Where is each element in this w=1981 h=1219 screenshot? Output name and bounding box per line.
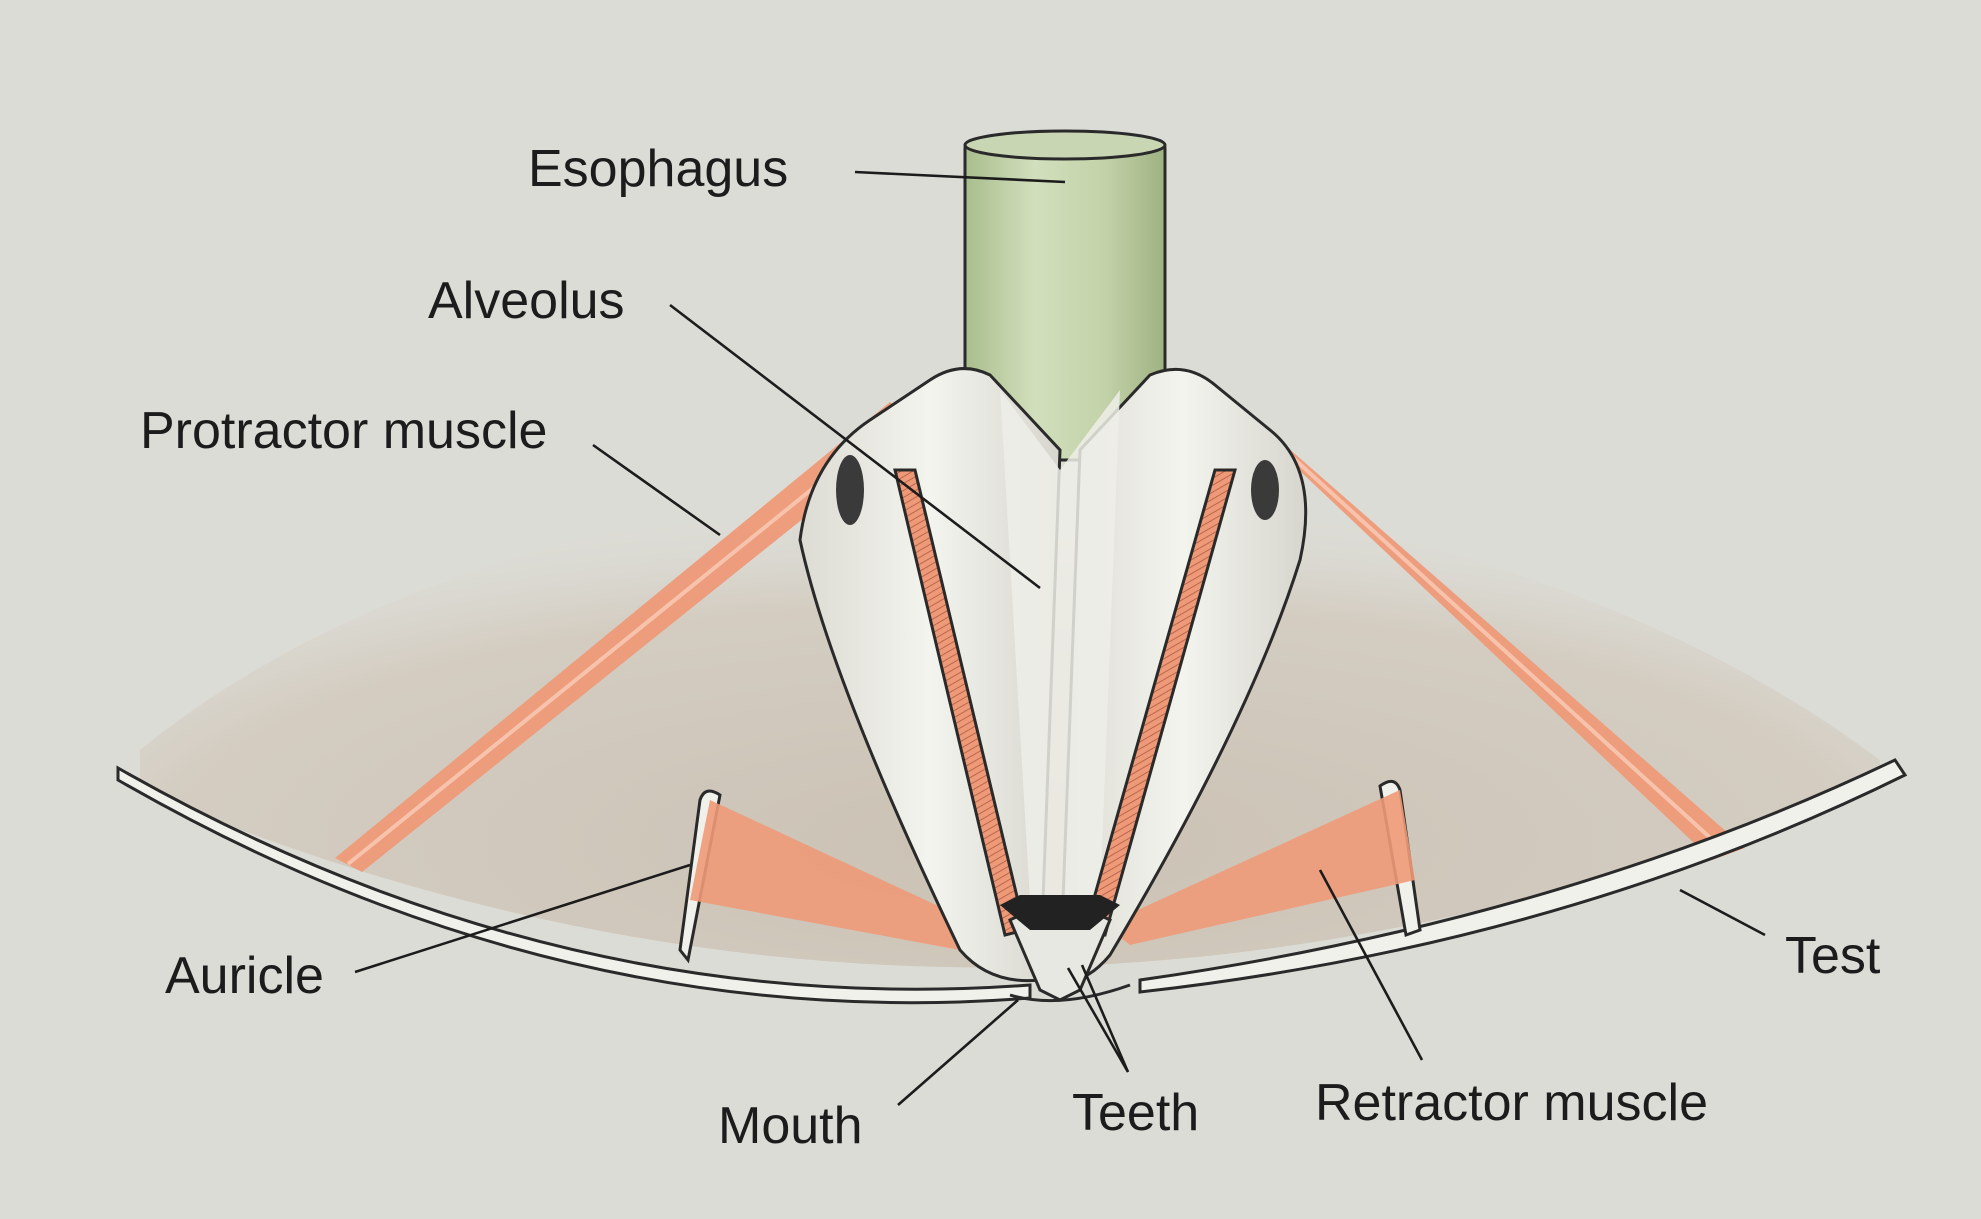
leader-retractor xyxy=(1318,869,1424,1061)
ossicle-shadow-right xyxy=(1251,460,1279,520)
teeth-dark xyxy=(1000,895,1120,930)
leader-alveolus xyxy=(669,303,1041,590)
retractor-muscle-left xyxy=(690,800,990,950)
label-mouth: Mouth xyxy=(718,1097,863,1155)
leader-mouth xyxy=(897,999,1019,1106)
label-retractor-muscle: Retractor muscle xyxy=(1315,1074,1708,1132)
label-auricle: Auricle xyxy=(165,947,324,1005)
label-test: Test xyxy=(1785,927,1881,985)
jaw-center xyxy=(1000,390,1120,930)
leader-test xyxy=(1679,888,1766,937)
leader-auricle xyxy=(354,863,691,974)
label-teeth: Teeth xyxy=(1072,1084,1199,1142)
label-protractor-muscle: Protractor muscle xyxy=(140,402,547,460)
leader-teeth-1 xyxy=(1066,967,1130,1073)
leader-protractor xyxy=(592,443,721,537)
leader-esophagus xyxy=(854,170,1066,184)
retractor-muscle-right xyxy=(1105,790,1415,945)
protractor-fiber-right xyxy=(1244,413,1730,856)
label-alveolus: Alveolus xyxy=(428,272,625,330)
label-esophagus: Esophagus xyxy=(528,140,788,198)
leader-teeth-2 xyxy=(1080,964,1130,1073)
mouth-opening xyxy=(1009,983,1131,1003)
esophagus-opening xyxy=(963,129,1167,161)
ossicle-shadow-left xyxy=(836,455,864,525)
